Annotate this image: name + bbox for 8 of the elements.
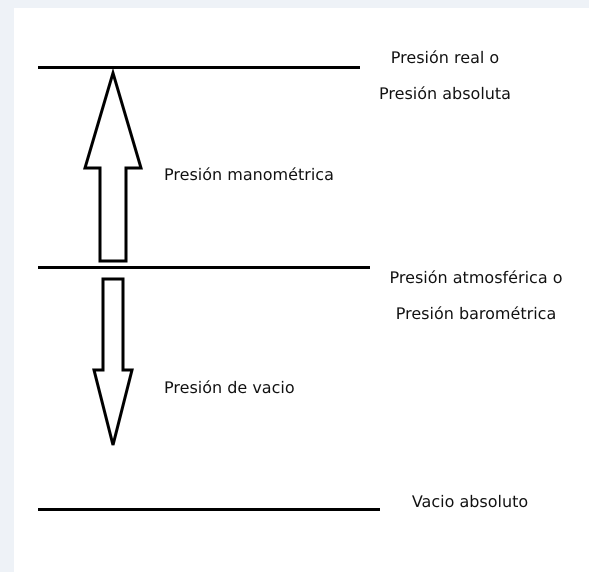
- level-line: [38, 508, 380, 511]
- pressure-label: Presión atmosférica o Presión barométrica: [388, 267, 564, 325]
- pressure-label: Presión real o Presión absoluta: [378, 47, 512, 105]
- level-line: [38, 66, 360, 69]
- level-line: [38, 266, 370, 269]
- block-arrow: [92, 278, 134, 446]
- block-arrow: [83, 68, 143, 262]
- pressure-label: Vacio absoluto: [410, 491, 530, 513]
